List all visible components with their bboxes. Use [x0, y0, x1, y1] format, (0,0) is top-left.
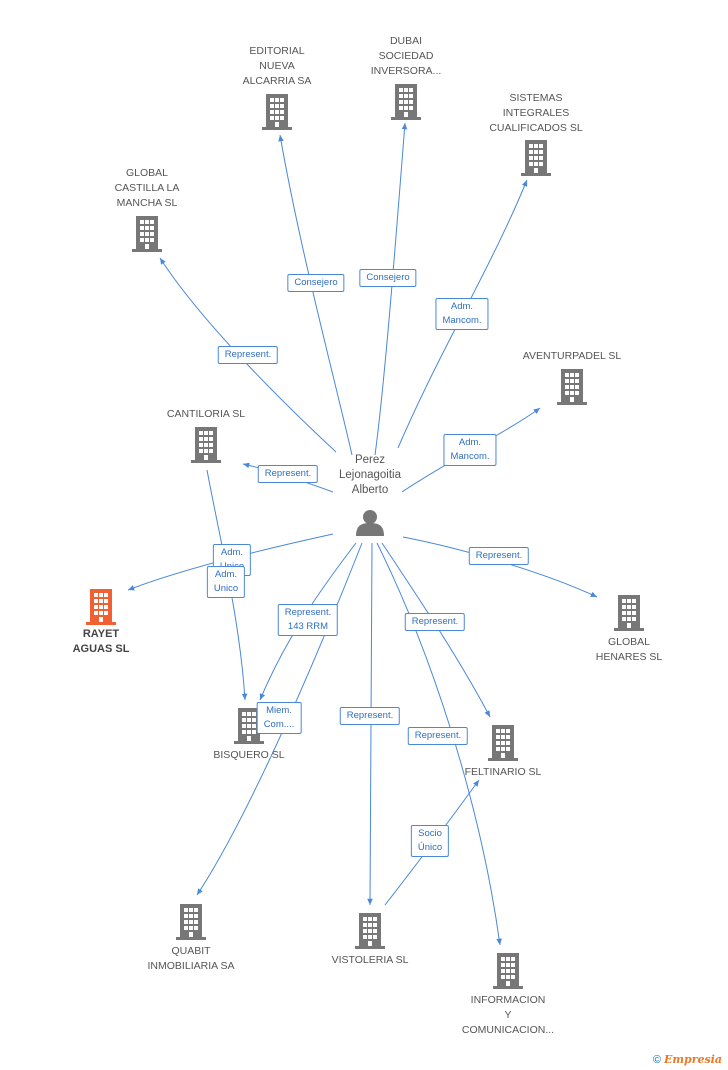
- building-icon[interactable]: [488, 725, 518, 761]
- node-label-cantiloria[interactable]: CANTILORIA SL: [166, 408, 246, 420]
- node-label-rayet[interactable]: RAYET AGUAS SL: [72, 628, 130, 655]
- node-label-bisquero[interactable]: BISQUERO SL: [213, 749, 285, 761]
- node-label-quabit[interactable]: QUABIT INMOBILIARIA SA: [147, 945, 235, 972]
- building-icon[interactable]: [614, 595, 644, 631]
- node-label-global_castilla[interactable]: GLOBAL CASTILLA LA MANCHA SL: [114, 167, 180, 209]
- building-icon[interactable]: [391, 84, 421, 120]
- person-icon[interactable]: [356, 510, 384, 536]
- edge-label-center-editorial[interactable]: Consejero: [287, 274, 345, 292]
- edge-label-center-cantiloria[interactable]: Represent.: [257, 465, 319, 483]
- edge-label-center-aventurpadel[interactable]: Adm. Mancom.: [443, 434, 497, 466]
- building-icon[interactable]: [557, 369, 587, 405]
- node-label-dubai[interactable]: DUBAI SOCIEDAD INVERSORA...: [370, 35, 442, 77]
- building-icon[interactable]: [176, 904, 206, 940]
- edge-center-global_henares: [402, 536, 598, 598]
- node-label-sistemas[interactable]: SISTEMAS INTEGRALES CUALIFICADOS SL: [489, 92, 583, 134]
- building-icon[interactable]: [191, 427, 221, 463]
- node-label-vistoleria[interactable]: VISTOLERIA SL: [331, 954, 409, 966]
- empresia-credit: © Empresia: [653, 1053, 722, 1066]
- edge-center-vistoleria: [367, 542, 373, 906]
- node-label-aventurpadel[interactable]: AVENTURPADEL SL: [522, 350, 622, 362]
- edge-label-center-bisquero[interactable]: Represent. 143 RRM: [277, 604, 339, 636]
- edge-label-center-vistoleria[interactable]: Represent.: [339, 707, 401, 725]
- building-icon[interactable]: [355, 913, 385, 949]
- edge-label-center-dubai[interactable]: Consejero: [359, 269, 417, 287]
- node-label-editorial[interactable]: EDITORIAL NUEVA ALCARRIA SA: [242, 45, 312, 87]
- building-icon[interactable]: [86, 589, 116, 625]
- building-icon[interactable]: [493, 953, 523, 989]
- edge-center-editorial: [278, 134, 353, 456]
- edge-label-center-sistemas[interactable]: Adm. Mancom.: [435, 298, 489, 330]
- edge-label-cantiloria-bisquero[interactable]: Adm. Unico: [206, 566, 246, 598]
- edge-label-center-informacion[interactable]: Represent.: [407, 727, 469, 745]
- building-icon[interactable]: [132, 216, 162, 252]
- building-icon[interactable]: [262, 94, 292, 130]
- copyright-symbol: ©: [652, 1054, 661, 1066]
- edge-label-vistoleria-feltinario[interactable]: Socio Único: [410, 825, 450, 857]
- edge-label-center-global_henares[interactable]: Represent.: [468, 547, 530, 565]
- building-icon[interactable]: [521, 140, 551, 176]
- center-person-label[interactable]: Perez Lejonagoitia Alberto: [338, 454, 402, 496]
- edge-center-dubai: [374, 122, 408, 456]
- node-label-feltinario[interactable]: FELTINARIO SL: [464, 766, 542, 778]
- edge-label-center-quabit[interactable]: Miem. Com....: [256, 702, 302, 734]
- node-label-global_henares[interactable]: GLOBAL HENARES SL: [595, 636, 663, 663]
- edge-label-center-feltinario[interactable]: Represent.: [404, 613, 466, 631]
- brand-name: Empresia: [663, 1053, 722, 1066]
- node-label-informacion[interactable]: INFORMACION Y COMUNICACION...: [461, 994, 555, 1036]
- edge-label-center-global_castilla[interactable]: Represent.: [217, 346, 279, 364]
